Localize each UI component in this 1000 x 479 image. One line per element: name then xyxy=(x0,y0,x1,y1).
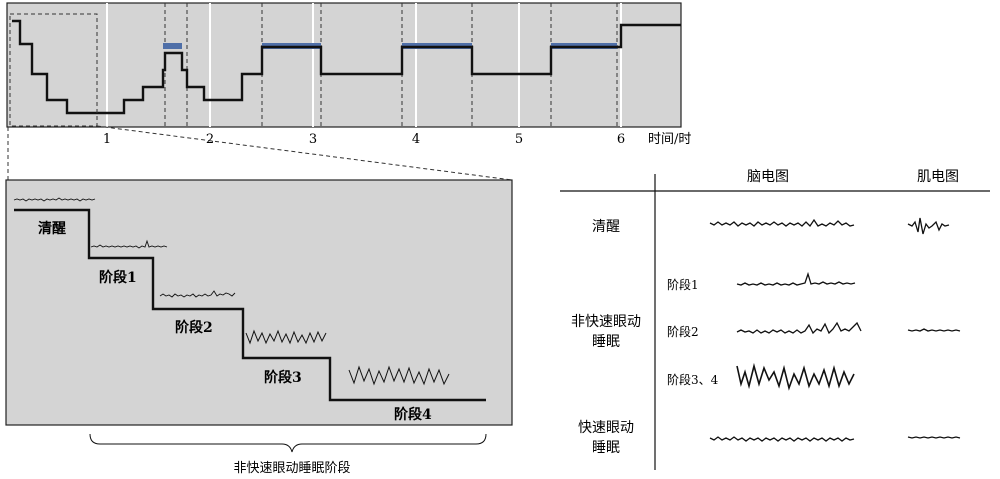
tick-label: 5 xyxy=(515,132,523,147)
zoom-connector-right xyxy=(96,125,513,181)
eeg-stage34-trace xyxy=(736,362,855,391)
tick-label: 6 xyxy=(617,132,625,147)
eeg-trace-stage2 xyxy=(159,290,236,298)
row-label-rem-line2: 睡眠 xyxy=(592,440,620,456)
sub-label-stage1: 阶段1 xyxy=(667,277,699,292)
nrem-brace-label: 非快速眼动睡眠阶段 xyxy=(233,461,350,476)
zoom-staircase xyxy=(14,208,486,402)
eeg-trace-wake xyxy=(13,197,96,202)
row-label-wake: 清醒 xyxy=(592,219,620,235)
emg-wake-trace xyxy=(907,217,950,235)
zoom-label-stage4: 阶段4 xyxy=(394,406,432,423)
time-axis-ticks: 1 2 3 4 5 6 xyxy=(103,132,625,147)
tick-label: 1 xyxy=(103,132,111,147)
eeg-trace-stage1 xyxy=(90,239,168,249)
emg-rem-trace xyxy=(907,436,961,439)
emg-stage2-trace xyxy=(907,328,961,332)
sub-label-stage34: 阶段3、4 xyxy=(667,372,719,387)
zoom-label-stage3: 阶段3 xyxy=(264,369,302,386)
row-label-rem-line1: 快速眼动 xyxy=(578,420,634,436)
row-label-nrem-line1: 非快速眼动 xyxy=(571,314,641,330)
eeg-wake-trace xyxy=(709,218,855,228)
zoom-highlight-box xyxy=(9,13,98,127)
eeg-trace-stage3 xyxy=(245,329,327,345)
tick-label: 3 xyxy=(309,132,317,147)
zoom-label-stage2: 阶段2 xyxy=(175,319,213,336)
tick-label: 4 xyxy=(412,132,420,147)
rem-bar xyxy=(163,43,182,49)
sub-label-stage2: 阶段2 xyxy=(667,324,699,339)
zoom-label-stage1: 阶段1 xyxy=(99,269,137,286)
eeg-trace-stage4 xyxy=(348,365,450,386)
zoom-label-wake: 清醒 xyxy=(38,220,66,237)
tick-label: 2 xyxy=(206,132,214,147)
x-axis-label: 时间/时 xyxy=(648,132,691,147)
eeg-stage2-trace xyxy=(736,321,862,335)
nrem-brace xyxy=(89,433,487,453)
col-header-emg: 肌电图 xyxy=(917,169,959,185)
zoom-panel xyxy=(5,179,513,426)
eeg-stage1-trace xyxy=(736,271,856,286)
hypnogram-panel xyxy=(6,2,682,128)
col-header-eeg: 脑电图 xyxy=(747,169,789,185)
hypnogram-trace xyxy=(12,19,681,115)
row-label-nrem-line2: 睡眠 xyxy=(592,334,620,350)
hour-gridlines xyxy=(106,3,622,127)
eeg-rem-trace xyxy=(709,436,855,442)
